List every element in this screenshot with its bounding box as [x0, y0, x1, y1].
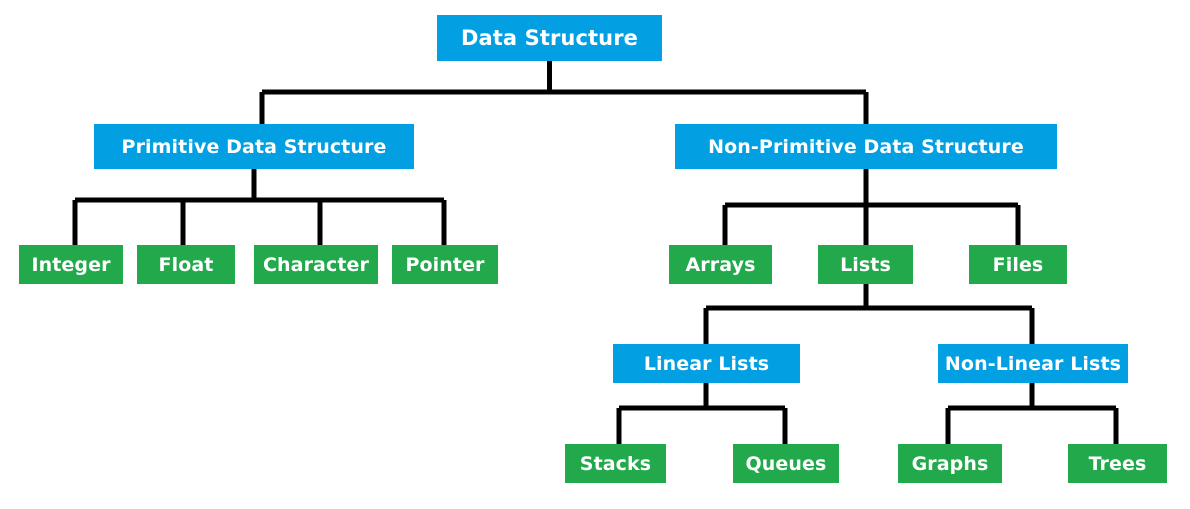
connector-group-4 [616, 383, 788, 444]
connector-group-5 [945, 383, 1119, 444]
connector-group-2 [722, 169, 1021, 245]
node-non-linear-lists[interactable]: Non-Linear Lists [938, 344, 1128, 383]
node-trees[interactable]: Trees [1068, 444, 1167, 483]
node-integer[interactable]: Integer [19, 245, 123, 284]
connector-group-0 [259, 61, 869, 124]
node-float[interactable]: Float [137, 245, 235, 284]
node-arrays[interactable]: Arrays [669, 245, 772, 284]
node-stacks[interactable]: Stacks [565, 444, 666, 483]
node-graphs[interactable]: Graphs [898, 444, 1002, 483]
node-non-primitive-data-structure[interactable]: Non-Primitive Data Structure [675, 124, 1057, 169]
node-lists[interactable]: Lists [818, 245, 913, 284]
node-character[interactable]: Character [254, 245, 378, 284]
node-linear-lists[interactable]: Linear Lists [613, 344, 800, 383]
node-queues[interactable]: Queues [733, 444, 839, 483]
node-pointer[interactable]: Pointer [392, 245, 498, 284]
node-data-structure[interactable]: Data Structure [437, 15, 662, 61]
node-files[interactable]: Files [969, 245, 1067, 284]
connector-group-3 [703, 284, 1035, 344]
node-primitive-data-structure[interactable]: Primitive Data Structure [94, 124, 414, 169]
connector-group-1 [72, 169, 447, 245]
